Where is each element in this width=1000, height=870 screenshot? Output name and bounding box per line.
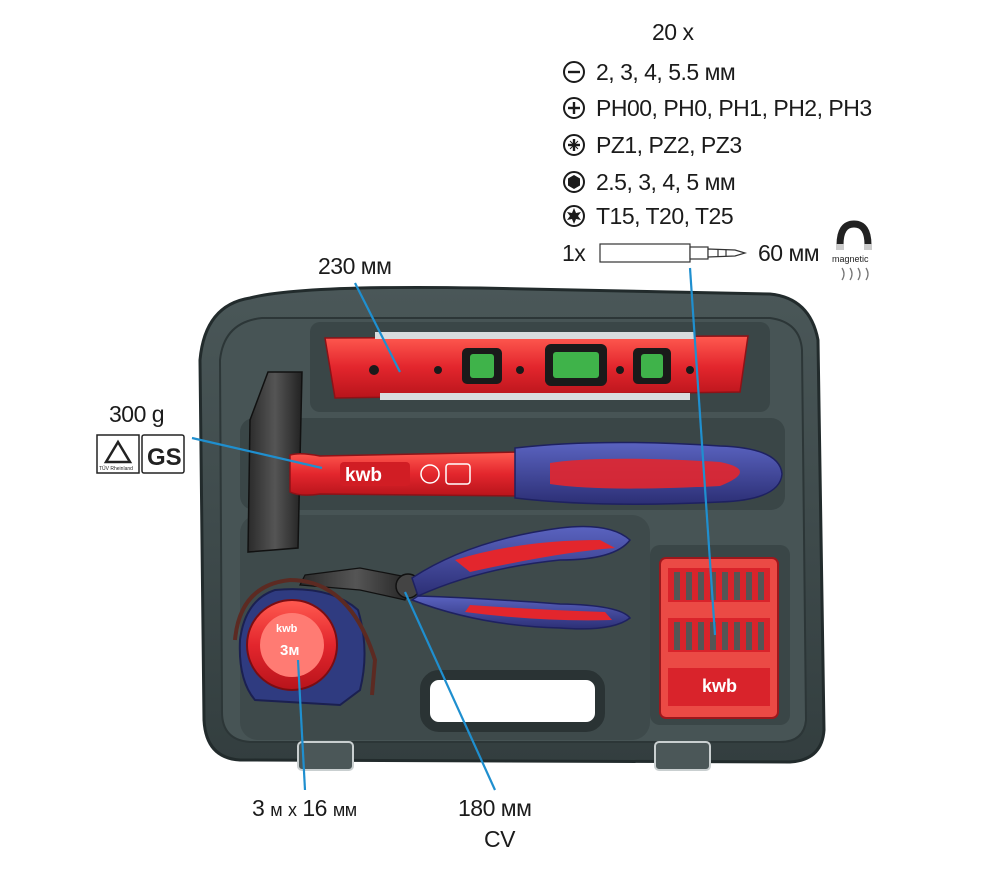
gs-mark-text: GS [147, 444, 182, 471]
bitbox-brand-logo: kwb [702, 676, 737, 696]
bits-row-slotted-text: 2, 3, 4, 5.5 мм [596, 58, 736, 85]
callout-tape [296, 659, 307, 791]
magnetic-icon: magnetic [832, 220, 872, 281]
callout-bits [688, 267, 717, 636]
phillips-icon [562, 96, 590, 120]
bits-row-pozidriv-text: PZ1, PZ2, PZ3 [596, 131, 742, 158]
bits-row-slotted: 2, 3, 4, 5.5 мм [562, 58, 736, 85]
holder-length: 60 мм [758, 240, 820, 266]
magnetic-label: magnetic [832, 254, 869, 264]
tape-spec-width: 16 [302, 795, 327, 821]
bit-holder-icon [599, 243, 748, 263]
bit-box: kwb [659, 557, 779, 719]
bits-row-torx: T15, T20, T25 [562, 202, 734, 229]
callout-pliers [403, 591, 497, 791]
bits-count: 20 x [652, 19, 694, 45]
callout-lines [191, 267, 717, 791]
bits-row-torx-text: T15, T20, T25 [596, 202, 734, 229]
certification-marks: TÜV Rheinland GS [96, 434, 185, 474]
torx-icon [562, 204, 590, 228]
spirit-level [324, 332, 749, 400]
hex-icon [562, 170, 590, 194]
bits-row-hex: 2.5, 3, 4, 5 мм [562, 168, 736, 195]
callout-level [354, 282, 401, 373]
hammer-weight-label: 300 g [109, 401, 165, 427]
tuv-caption: TÜV Rheinland [99, 465, 133, 472]
combination-pliers [299, 525, 632, 630]
pliers-length-label: 180 мм [458, 795, 532, 821]
holder-count: 1x [562, 240, 586, 266]
tape-spec-label: 3 м x 16 мм [252, 797, 357, 820]
callout-hammer [191, 436, 323, 470]
tape-body-brand: kwb [276, 623, 298, 635]
right-latch[interactable] [654, 741, 711, 771]
gs-mark [141, 434, 185, 474]
hammer-brand-logo: kwb [345, 465, 382, 486]
bits-row-hex-text: 2.5, 3, 4, 5 мм [596, 168, 736, 195]
bits-row-phillips: PH00, PH0, PH1, PH2, PH3 [562, 96, 872, 120]
tape-spec-length: 3 [252, 795, 265, 821]
level-length-label: 230 мм [318, 253, 392, 279]
tape-spec-times: x [287, 800, 297, 820]
tape-measure: kwb 3м [233, 577, 378, 707]
case-handle[interactable] [420, 670, 605, 732]
hammer: kwb [247, 371, 783, 553]
slotted-icon [562, 60, 590, 84]
pliers-material-label: CV [484, 826, 515, 852]
left-latch[interactable] [297, 741, 354, 771]
tape-spec-width-unit: мм [332, 800, 357, 820]
tape-spec-length-unit: м [270, 800, 283, 820]
pozidriv-icon [562, 133, 590, 157]
bits-row-phillips-text: PH00, PH0, PH1, PH2, PH3 [596, 94, 872, 121]
bits-row-pozidriv: PZ1, PZ2, PZ3 [562, 133, 742, 157]
tape-body-length: 3м [280, 642, 299, 659]
